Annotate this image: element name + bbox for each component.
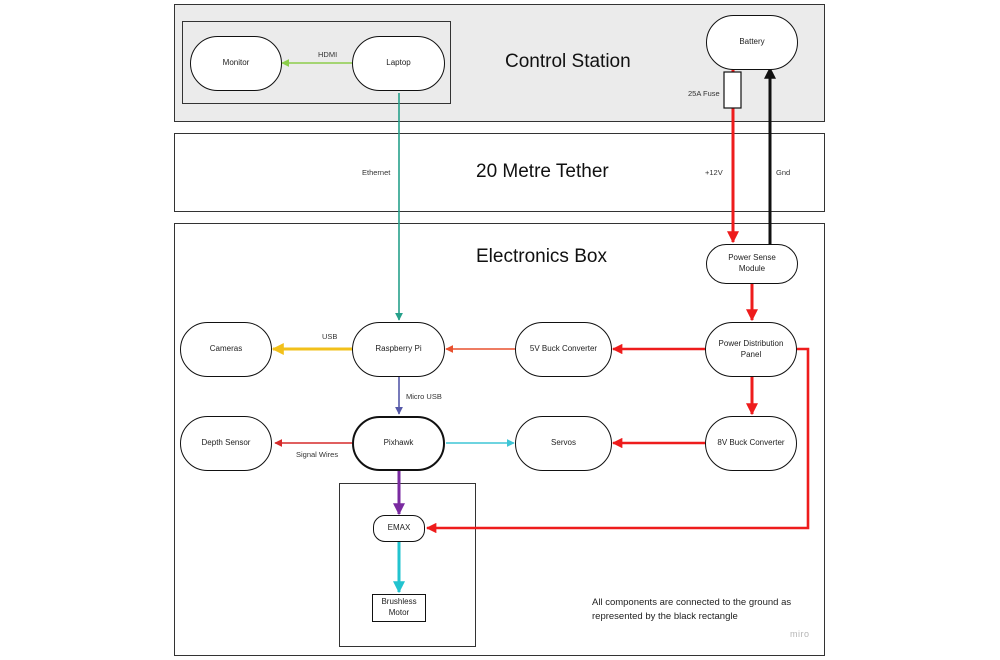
power-sense-module-label: Power Sense Module	[728, 253, 776, 273]
gnd-label: Gnd	[776, 168, 791, 177]
brushless-motor-label: Brushless Motor	[381, 597, 417, 617]
monitor-laptop-group	[182, 21, 451, 104]
plus12v-label: +12V	[705, 168, 723, 177]
buck-5v-node: 5V Buck Converter	[515, 322, 612, 377]
usb-label: USB	[322, 332, 338, 341]
power-distribution-panel-node: Power Distribution Panel	[705, 322, 797, 377]
electronics-box-title: Electronics Box	[476, 246, 607, 267]
tether-title: 20 Metre Tether	[476, 161, 609, 182]
emax-node: EMAX	[373, 515, 425, 542]
miro-watermark: miro	[790, 629, 810, 639]
distribution-to-emax-wire	[425, 347, 810, 534]
power-sense-module-node: Power Sense Module	[706, 244, 798, 284]
brushless-motor-node: Brushless Motor	[372, 594, 426, 622]
tether-panel	[174, 133, 825, 212]
raspberry-pi-node: Raspberry Pi	[352, 322, 445, 377]
micro-usb-label: Micro USB	[406, 392, 442, 401]
fuse-label: 25A Fuse	[688, 89, 720, 98]
pixhawk-node: Pixhawk	[352, 416, 445, 471]
ground-note: All components are connected to the grou…	[592, 597, 792, 623]
laptop-node: Laptop	[352, 36, 445, 91]
battery-node: Battery	[706, 15, 798, 70]
cameras-node: Cameras	[180, 322, 272, 377]
depth-sensor-node: Depth Sensor	[180, 416, 272, 471]
ethernet-label: Ethernet	[362, 168, 391, 177]
buck-8v-node: 8V Buck Converter	[705, 416, 797, 471]
fuse-box	[723, 71, 742, 109]
hdmi-label: HDMI	[318, 50, 338, 59]
monitor-node: Monitor	[190, 36, 282, 91]
signal-wires-label: Signal Wires	[296, 450, 339, 459]
power-distribution-panel-label: Power Distribution Panel	[718, 338, 784, 359]
motor-group	[339, 483, 476, 647]
servos-node: Servos	[515, 416, 612, 471]
control-station-title: Control Station	[505, 51, 631, 72]
